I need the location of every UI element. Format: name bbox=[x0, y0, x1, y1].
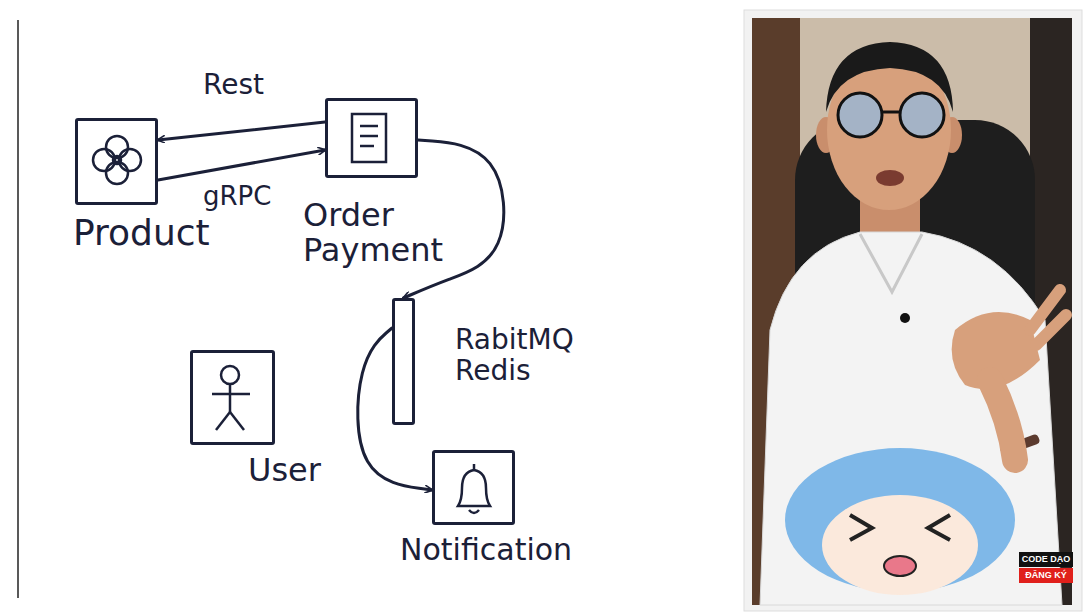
product-icon-part bbox=[106, 136, 128, 158]
presenter-photo-part bbox=[900, 93, 944, 137]
watermark: ĐĂNG KÝ bbox=[1019, 568, 1073, 583]
user-icon bbox=[212, 366, 250, 430]
presenter-photo-part bbox=[822, 495, 978, 595]
product-icon bbox=[93, 136, 141, 184]
node-name: User bbox=[248, 453, 321, 488]
user-icon-part bbox=[229, 384, 232, 412]
presenter-photo-part bbox=[860, 234, 922, 292]
flow-arrow bbox=[158, 150, 325, 180]
product-icon-part bbox=[119, 149, 141, 171]
protocol-label: Rest bbox=[200, 70, 267, 101]
flow-arrow bbox=[158, 122, 325, 140]
product-icon-part bbox=[106, 162, 128, 184]
node-name: Order Payment bbox=[303, 198, 473, 268]
presenter-photo-part bbox=[760, 232, 1062, 605]
node-label: User bbox=[248, 453, 321, 488]
document-icon-part bbox=[352, 114, 386, 162]
bell-icon-part bbox=[469, 510, 479, 513]
presenter-photo-part bbox=[884, 556, 916, 576]
product-icon-part bbox=[113, 156, 121, 164]
presenter-photo-part bbox=[838, 93, 882, 137]
presenter-photo-part bbox=[882, 111, 900, 114]
presenter-photo-part bbox=[744, 10, 1082, 611]
service-box: Notification bbox=[432, 450, 515, 525]
presenter-photo-part bbox=[900, 313, 910, 323]
node-label: Product bbox=[73, 213, 210, 253]
service-box: Product bbox=[75, 118, 158, 205]
presenter-photo-part bbox=[876, 170, 904, 186]
user-icon-part bbox=[230, 412, 244, 430]
service-box: Order Payment bbox=[325, 98, 418, 178]
user-icon-part bbox=[212, 393, 250, 396]
bell-icon bbox=[458, 464, 490, 513]
queue-bar: RabitMQ Redis bbox=[392, 298, 415, 425]
presenter-photo-part bbox=[752, 18, 1072, 605]
bell-icon-part bbox=[458, 470, 490, 506]
document-icon bbox=[352, 114, 386, 162]
node-name: RabitMQ Redis bbox=[455, 325, 590, 387]
document-icon-part bbox=[360, 135, 378, 138]
node-label: Order Payment bbox=[303, 198, 473, 268]
node-label: RabitMQ Redis bbox=[455, 325, 590, 387]
document-icon-part bbox=[360, 125, 378, 128]
user-icon-part bbox=[216, 412, 230, 430]
presenter-photo-part bbox=[850, 515, 950, 540]
node-name: Product bbox=[73, 213, 210, 253]
presenter-photo bbox=[744, 10, 1082, 611]
service-box: User bbox=[190, 350, 275, 445]
flow-arrow bbox=[404, 140, 504, 298]
board-edge bbox=[17, 20, 19, 598]
presenter-photo-part bbox=[990, 380, 1015, 460]
presenter-photo-part bbox=[1030, 290, 1066, 345]
product-icon-part bbox=[93, 149, 115, 171]
document-icon-part bbox=[360, 145, 374, 148]
bell-icon-part bbox=[473, 464, 476, 470]
node-name: Notification bbox=[400, 533, 572, 566]
watermark: CODE DẠO bbox=[1019, 552, 1073, 567]
protocol-label: gRPC bbox=[200, 182, 274, 211]
user-icon-part bbox=[221, 366, 239, 384]
node-label: Notification bbox=[400, 533, 572, 566]
